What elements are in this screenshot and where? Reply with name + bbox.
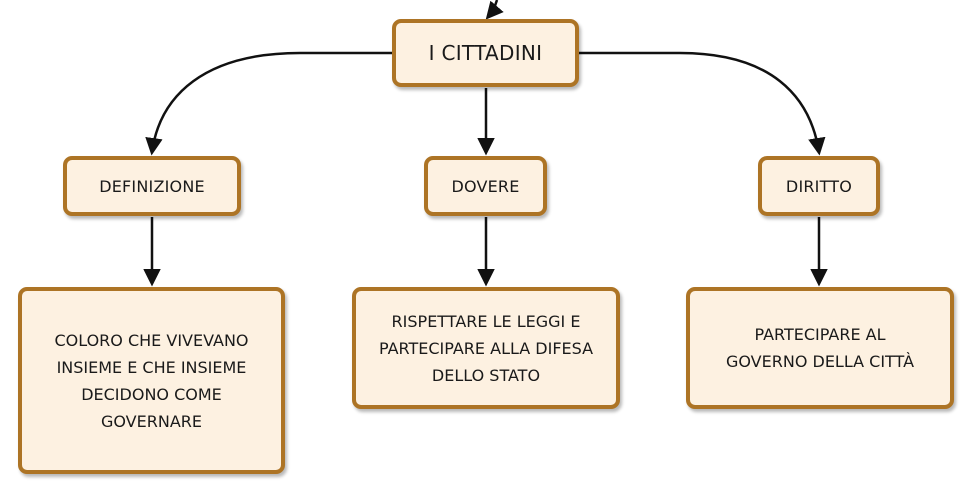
detail-text-definizione: COLORO CHE VIVEVANO INSIEME E CHE INSIEM…: [54, 330, 249, 431]
incoming-connector: [485, 0, 504, 20]
detail-node-definizione: COLORO CHE VIVEVANO INSIEME E CHE INSIEM…: [18, 287, 285, 474]
detail-node-dovere: RISPETTARE LE LEGGI E PARTECIPARE ALLA D…: [352, 287, 620, 409]
root-node: I CITTADINI: [392, 19, 579, 87]
detail-text-dovere: RISPETTARE LE LEGGI E PARTECIPARE ALLA D…: [378, 311, 594, 385]
connector-root-to-definizione: [145, 51, 392, 156]
category-node-diritto: DIRITTO: [758, 156, 880, 216]
category-label-dovere: DOVERE: [451, 176, 520, 196]
category-label-diritto: DIRITTO: [785, 176, 853, 196]
detail-text-diritto: PARTECIPARE AL GOVERNO DELLA CITTÀ: [725, 325, 915, 371]
category-node-definizione: DEFINIZIONE: [63, 156, 241, 216]
root-label: I CITTADINI: [428, 41, 543, 65]
category-label-definizione: DEFINIZIONE: [99, 176, 205, 196]
category-node-dovere: DOVERE: [424, 156, 547, 216]
detail-node-diritto: PARTECIPARE AL GOVERNO DELLA CITTÀ: [686, 287, 954, 409]
connector-root-to-diritto: [579, 51, 826, 156]
